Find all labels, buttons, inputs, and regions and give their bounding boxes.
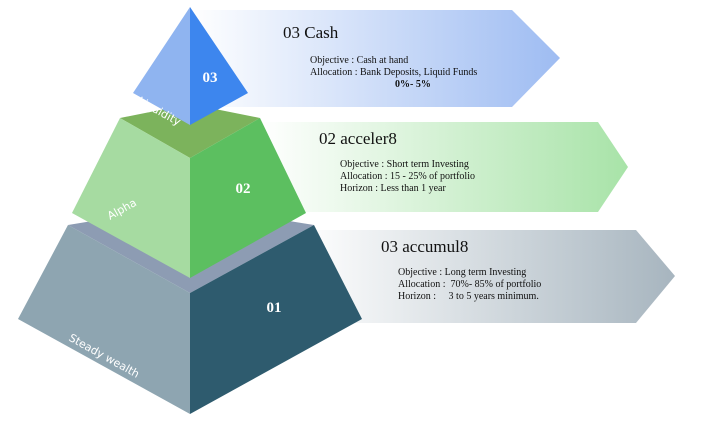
pyramid-middle-left-face bbox=[72, 118, 190, 278]
tier-title-cash: 03 Cash bbox=[283, 23, 339, 42]
pyramid-bottom-right-face bbox=[190, 225, 362, 414]
tier-acceler8-line-horizon: Horizon : Less than 1 year bbox=[340, 183, 446, 194]
tier-accumul8-line-horizon: Horizon : 3 to 5 years minimum. bbox=[398, 291, 539, 302]
pyramid-top-left-face bbox=[133, 7, 190, 125]
tier-title-accumul8: 03 accumul8 bbox=[381, 237, 468, 256]
tier-acceler8-line-objective: Objective : Short term Investing bbox=[340, 159, 469, 170]
tier-title-acceler8: 02 acceler8 bbox=[319, 129, 397, 148]
tier-accumul8-line-objective: Objective : Long term Investing bbox=[398, 267, 526, 278]
arrow-tier-cash bbox=[190, 10, 560, 107]
tier-acceler8-line-allocation: Allocation : 15 - 25% of portfolio bbox=[340, 171, 475, 182]
tier-accumul8-line-allocation: Allocation : 70%- 85% of portfolio bbox=[398, 279, 541, 290]
pyramid-top-right-face bbox=[190, 7, 248, 125]
arrow-tier-accumul8 bbox=[300, 230, 675, 323]
tier-number-acceler8: 02 bbox=[236, 181, 251, 197]
tier-number-accumul8: 01 bbox=[267, 300, 282, 316]
pyramid-bottom-left-face bbox=[18, 225, 190, 414]
tier-cash-line-allocation: Allocation : Bank Deposits, Liquid Funds bbox=[310, 67, 477, 78]
arrow-tier-acceler8 bbox=[260, 122, 628, 212]
tier-cash-line-objective: Objective : Cash at hand bbox=[310, 55, 408, 66]
tier-cash-range: 0%- 5% bbox=[395, 79, 431, 90]
pyramid-middle-right-face bbox=[190, 118, 306, 278]
pyramid-middle-top-face bbox=[120, 104, 260, 158]
tier-number-cash: 03 bbox=[203, 70, 218, 86]
